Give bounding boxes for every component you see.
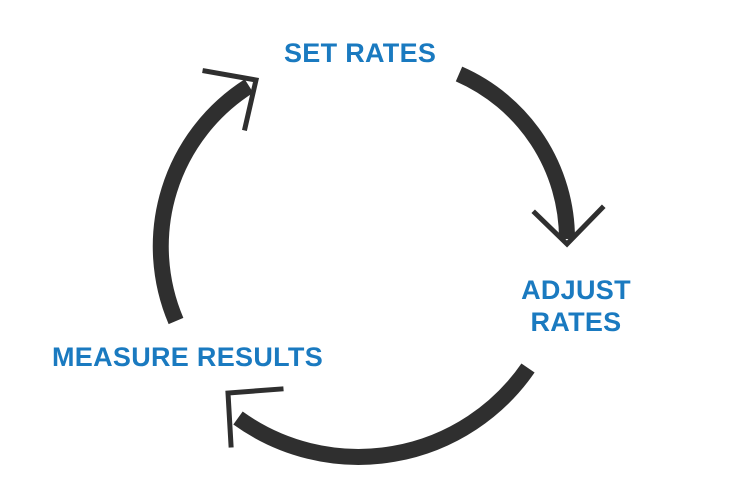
node-measure-results: MEASURE RESULTS <box>52 341 323 373</box>
node-set-rates: SET RATES <box>284 37 436 69</box>
node-adjust-rates-line-1: ADJUST <box>521 275 631 305</box>
node-measure-results-line-1: MEASURE RESULTS <box>52 342 324 372</box>
arrow-set-to-adjust <box>455 66 575 240</box>
arrowhead-set-to-adjust <box>531 204 606 248</box>
arrow-measure-to-set <box>152 79 254 325</box>
arrowhead-measure-to-set <box>202 68 260 131</box>
arrow-adjust-to-measure <box>233 363 535 465</box>
node-set-rates-line-1: SET RATES <box>284 38 437 68</box>
arrowhead-adjust-to-measure <box>225 386 284 448</box>
node-adjust-rates-line-2: RATES <box>530 307 622 337</box>
node-adjust-rates: ADJUST RATES <box>512 274 640 338</box>
